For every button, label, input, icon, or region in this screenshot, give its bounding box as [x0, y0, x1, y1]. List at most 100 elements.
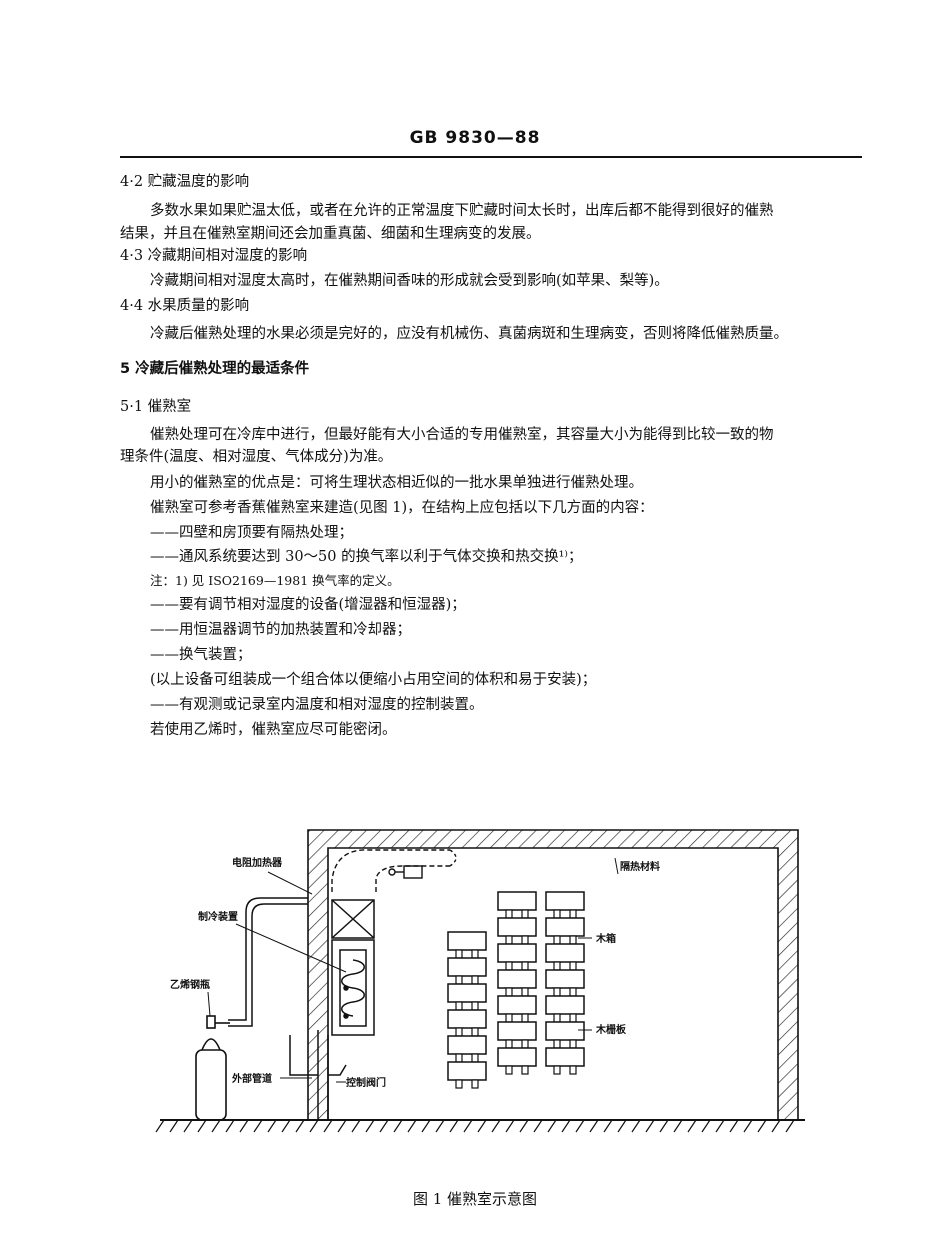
cooler-label: 制冷装置: [198, 910, 238, 923]
cooling-unit: [331, 939, 375, 1036]
pallet-slat: [471, 949, 479, 959]
ground-tick: [715, 1119, 725, 1133]
wooden-crate: [497, 917, 537, 937]
ground-tick: [575, 1119, 585, 1133]
ground-tick: [505, 1119, 515, 1133]
pallet-slat: [553, 1065, 561, 1075]
ground-tick: [631, 1119, 641, 1133]
pallet-slat: [455, 1027, 463, 1037]
air-duct: [331, 849, 457, 892]
ground-tick: [309, 1119, 319, 1133]
text-line-b4: ——用恒温器调节的加热装置和冷却器；: [150, 622, 411, 638]
text-line-p6: 催熟室可参考香蕉催熟室来建造(见图 1)，在结构上应包括以下几方面的内容：: [150, 500, 654, 516]
text-line-note: 注：1) 见 ISO2169—1981 换气率的定义。: [150, 573, 400, 588]
ground-tick: [477, 1119, 487, 1133]
heater-unit: [331, 899, 375, 939]
text-line-p3: 冷藏后催熟处理的水果必须是完好的，应没有机械伤、真菌病斑和生理病变，否则将降低催…: [150, 326, 788, 342]
wooden-crate: [447, 931, 487, 951]
text-line-b5: ——换气装置；: [150, 647, 252, 663]
pallet-label: 木栅板: [595, 1023, 627, 1036]
heater-label: 电阻加热器: [232, 856, 283, 869]
pallet-slat: [553, 909, 561, 919]
ground-tick: [659, 1119, 669, 1133]
ground-tick: [253, 1119, 263, 1133]
wooden-crate: [545, 995, 585, 1015]
wooden-crate: [545, 917, 585, 937]
ground-tick: [225, 1119, 235, 1133]
pallet-slat: [455, 1053, 463, 1063]
pallet-slat: [471, 1079, 479, 1089]
ground-tick: [519, 1119, 529, 1133]
wooden-crate: [447, 1009, 487, 1029]
ground-tick: [533, 1119, 543, 1133]
wooden-crate: [497, 891, 537, 911]
crate-label: 木箱: [595, 932, 616, 945]
pallet-slat: [455, 975, 463, 985]
ripening-room-diagram: 电阻加热器 隔热材料 制冷装置 木箱 乙烯钢瓶 木栅板 外部管道 控制阀门: [155, 829, 805, 1133]
pallet-slat: [553, 961, 561, 971]
header-rule: [120, 156, 862, 158]
pallet-slat: [521, 987, 529, 997]
ground-tick: [337, 1119, 347, 1133]
leader-lines: [207, 857, 619, 1083]
pallet-slat: [471, 1027, 479, 1037]
ground-tick: [435, 1119, 445, 1133]
ground-tick: [757, 1119, 767, 1133]
ground-tick: [239, 1119, 249, 1133]
ground-tick: [463, 1119, 473, 1133]
wooden-crate: [545, 969, 585, 989]
standard-code-header: GB 9830—88: [0, 128, 950, 148]
text-line-b7: ——有观测或记录室内温度和相对湿度的控制装置。: [150, 697, 484, 713]
ground-tick: [729, 1119, 739, 1133]
pallet-slat: [553, 987, 561, 997]
ground-tick: [281, 1119, 291, 1133]
pallet-slat: [471, 1053, 479, 1063]
pallet-slat: [505, 1039, 513, 1049]
text-line-s43: 4·3 冷藏期间相对湿度的影响: [120, 248, 308, 264]
crate-stacks: [447, 891, 585, 1089]
ground-tick: [687, 1119, 697, 1133]
ground-tick: [645, 1119, 655, 1133]
ground-tick: [491, 1119, 501, 1133]
pallet-slat: [471, 1001, 479, 1011]
pallet-slat: [521, 1013, 529, 1023]
ethylene-cylinder: [195, 1015, 230, 1121]
ground-tick: [771, 1119, 781, 1133]
pallet-slat: [505, 1013, 513, 1023]
text-line-p7: 若使用乙烯时，催熟室应尽可能密闭。: [150, 722, 397, 738]
ground-tick: [351, 1119, 361, 1133]
text-line-s44: 4·4 水果质量的影响: [120, 298, 250, 314]
pallet-slat: [569, 987, 577, 997]
insulation-label: 隔热材料: [620, 860, 660, 873]
ground-tick: [267, 1119, 277, 1133]
text-line-b3: ——要有调节相对湿度的设备(增湿器和恒湿器)；: [150, 597, 466, 613]
ground-tick: [365, 1119, 375, 1133]
wooden-crate: [447, 1035, 487, 1055]
pallet-slat: [553, 1013, 561, 1023]
ground-tick: [211, 1119, 221, 1133]
wooden-crate: [545, 943, 585, 963]
wooden-crate: [497, 1047, 537, 1067]
pallet-slat: [521, 909, 529, 919]
ground-tick: [323, 1119, 333, 1133]
pallet-slat: [569, 935, 577, 945]
ground-tick: [169, 1119, 179, 1133]
wooden-crate: [497, 995, 537, 1015]
ground-tick: [183, 1119, 193, 1133]
pallet-slat: [521, 1039, 529, 1049]
ground-tick: [379, 1119, 389, 1133]
pallet-slat: [455, 949, 463, 959]
pallet-slat: [553, 935, 561, 945]
ground-tick: [589, 1119, 599, 1133]
wooden-crate: [447, 983, 487, 1003]
text-line-b2: ——通风系统要达到 30～50 的换气率以利于气体交换和热交换¹⁾；: [150, 549, 583, 565]
text-line-s5: 5 冷藏后催熟处理的最适条件: [120, 361, 310, 377]
ground-line: [155, 1119, 805, 1133]
ground-tick: [603, 1119, 613, 1133]
external-duct-label: 外部管道: [231, 1072, 272, 1085]
text-line-s51: 5·1 催熟室: [120, 399, 192, 415]
pallet-slat: [569, 1065, 577, 1075]
ground-tick: [421, 1119, 431, 1133]
wooden-crate: [497, 943, 537, 963]
wooden-crate: [447, 957, 487, 977]
